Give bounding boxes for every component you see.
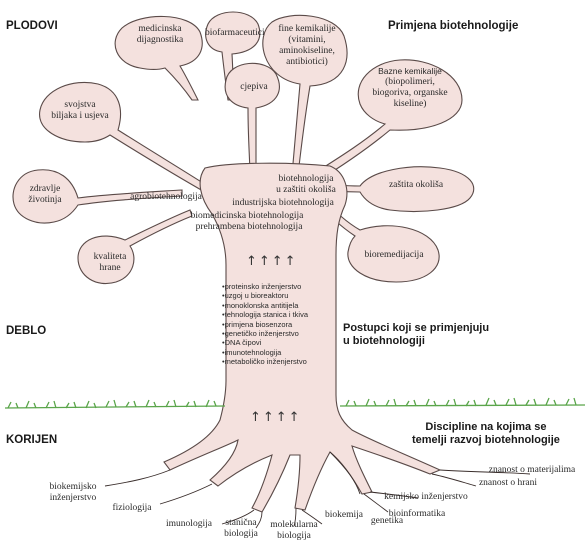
- fruit-label: Bazne kemikalije (biopolimeri, biogoriva…: [360, 66, 460, 110]
- fruit-label-line: (vitamini,: [288, 35, 326, 45]
- root-lines: [104, 451, 531, 529]
- root-label-line: imunologija: [166, 519, 212, 529]
- fruit-balloon-biopharmaceuticals: [205, 11, 261, 101]
- root-label-line: biologija: [277, 531, 311, 541]
- fruit-label-line: medicinska: [138, 24, 182, 34]
- root-label-line: bioinformatika: [388, 509, 446, 519]
- root-label: molekularna biologija: [262, 520, 326, 542]
- fruit-balloon-food-quality: [77, 209, 193, 284]
- root-label: biokemijsko inženjerstvo: [40, 482, 106, 504]
- root-label-line: kemijsko inženjerstvo: [384, 492, 468, 502]
- root-label: znanost o materijalima: [480, 465, 584, 476]
- fruit-label-line: aminokiseline,: [279, 46, 335, 56]
- roots-caption: Discipline na kojima se temelji razvoj b…: [412, 421, 560, 447]
- root-label-line: biologija: [224, 529, 258, 539]
- trunk-header: DEBLO: [6, 325, 47, 337]
- fruit-label-line: kvaliteta: [93, 252, 127, 262]
- root-label: genetika: [362, 516, 412, 527]
- fruit-label-line: (biopolimeri,: [385, 77, 435, 87]
- root-label-line: genetika: [370, 516, 404, 526]
- fruit-label-line: svojstva: [64, 100, 96, 110]
- trunk-caption: Postupci koji se primjenjuju u biotehnol…: [343, 322, 489, 348]
- fruit-label-line: Bazne kemikalije: [378, 66, 442, 76]
- fruit-label: svojstva biljaka i usjeva: [40, 100, 120, 122]
- root-label: stanična biologija: [216, 518, 266, 540]
- grass-line: [4, 397, 585, 409]
- branch-label-environment: biotehnologija u zaštiti okoliša: [266, 174, 346, 196]
- fruit-label-line: biogoriva, organske: [372, 88, 448, 98]
- root-label-line: biokemija: [325, 510, 363, 520]
- trunk-technique: uzgoj u bioreaktoru: [222, 291, 308, 300]
- root-label: bioinformatika: [382, 509, 452, 520]
- trunk-caption-line-2: u biotehnologiji: [343, 335, 425, 347]
- root-label-line: fiziologija: [112, 503, 152, 513]
- trunk-arrows: ↑↑↑↑: [246, 254, 298, 269]
- fruit-label-line: antibiotici): [286, 57, 328, 67]
- root-label: fiziologija: [104, 503, 160, 514]
- fruit-label: kvaliteta hrane: [82, 252, 138, 274]
- root-label-line: znanost o hrani: [478, 478, 538, 488]
- fruit-label: bioremedijacija: [352, 250, 436, 261]
- root-label-line: znanost o materijalima: [488, 465, 576, 475]
- trunk-technique: imunotehnologija: [222, 348, 308, 357]
- trunk-technique: primjena biosenzora: [222, 320, 308, 329]
- fruit-label: fine kemikalije (vitamini, aminokiseline…: [264, 24, 350, 68]
- root-label: znanost o hrani: [468, 478, 548, 489]
- branch-label-environment-line-2: u zaštiti okoliša: [276, 185, 336, 195]
- roots-header: KORIJEN: [6, 434, 58, 446]
- branch-label-agro: agrobiotehnologija: [130, 192, 202, 202]
- fruit-balloon-medical-diagnostics: [114, 15, 203, 101]
- fruit-label-line: fine kemikalije: [278, 24, 336, 34]
- fruits-caption: Primjena biotehnologije: [388, 20, 519, 32]
- fruit-label: zdravlje životinja: [14, 184, 76, 206]
- trunk-technique: proteinsko inženjerstvo: [222, 282, 308, 291]
- branch-label-industrial: industrijska biotehnologija: [232, 198, 334, 208]
- fruit-label-line: zdravlje: [29, 184, 61, 194]
- root-label-line: inženjerstvo: [49, 493, 97, 503]
- roots-caption-line-1: Discipline na kojima se: [425, 421, 547, 433]
- fruit-label-line: biofarmaceutici: [205, 28, 265, 38]
- roots-caption-line-2: temelji razvoj biotehnologije: [412, 434, 560, 446]
- fruit-label-line: kiseline): [393, 99, 427, 109]
- trunk-techniques-list: proteinsko inženjerstvo uzgoj u bioreakt…: [222, 282, 308, 367]
- fruit-label-line: životinja: [28, 195, 62, 205]
- root-label: kemijsko inženjerstvo: [374, 492, 478, 503]
- trunk-technique: tehnologija stanica i tkiva: [222, 310, 308, 319]
- fruit-label-line: hrane: [99, 263, 121, 273]
- root-label-line: stanična: [225, 518, 257, 528]
- trunk-technique: metaboličko inženjerstvo: [222, 357, 308, 366]
- branch-label-environment-line-1: biotehnologija: [278, 174, 334, 184]
- fruit-balloon-animal-health: [12, 169, 183, 224]
- fruit-label: zaštita okoliša: [366, 180, 466, 191]
- root-label: biokemija: [318, 510, 370, 521]
- branch-label-food: prehrambena biotehnologija: [195, 222, 303, 232]
- fruit-label: biofarmaceutici: [205, 28, 265, 39]
- root-label-line: molekularna: [270, 520, 318, 530]
- branch-label-biomedical: biomedicinska biotehnologija: [190, 211, 304, 221]
- root-label-line: biokemijsko: [49, 482, 97, 492]
- root-arrows: ↑↑↑↑: [250, 410, 302, 425]
- trunk-technique: DNA čipovi: [222, 338, 308, 347]
- fruit-label-line: zaštita okoliša: [388, 180, 444, 190]
- trunk-technique: genetičko inženjerstvo: [222, 329, 308, 338]
- fruit-label: cjepiva: [228, 82, 280, 93]
- trunk-caption-line-1: Postupci koji se primjenjuju: [343, 322, 490, 334]
- fruit-label-line: dijagnostika: [136, 35, 184, 45]
- fruit-label-line: bioremedijacija: [364, 250, 424, 260]
- fruit-balloon-vaccines: [224, 62, 280, 179]
- fruit-label: medicinska dijagnostika: [118, 24, 202, 46]
- fruit-label-line: cjepiva: [240, 82, 268, 92]
- fruits-header: PLODOVI: [6, 20, 58, 32]
- trunk-technique: monoklonska antitijela: [222, 301, 308, 310]
- root-label: imunologija: [158, 519, 220, 530]
- fruit-label-line: biljaka i usjeva: [51, 111, 109, 121]
